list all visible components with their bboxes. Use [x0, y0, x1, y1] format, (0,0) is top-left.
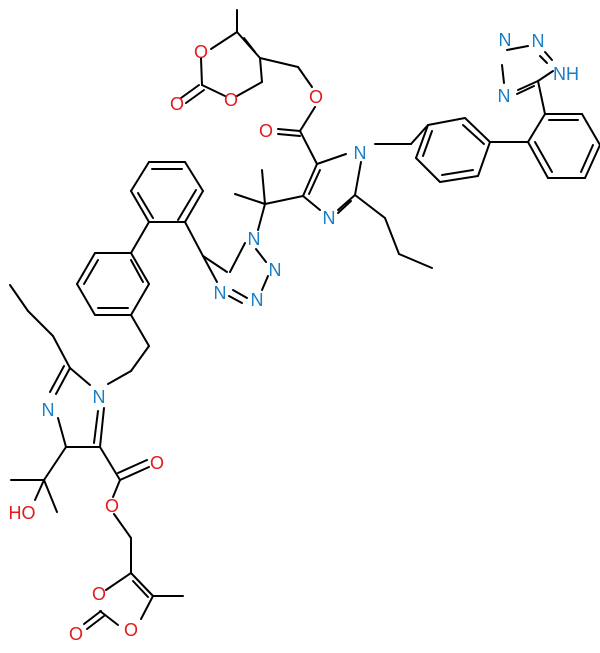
atom-n-tetrazole-center-3: N [251, 290, 264, 310]
atom-o-dioxolone-bottom-ring-b: O [124, 620, 138, 640]
atom-o-dioxolone-top-ring-b: O [224, 90, 238, 110]
atom-n-imidazole-bottom-1: N [93, 387, 106, 407]
atom-n-tetrazole-right-2: N [532, 31, 545, 51]
atom-n-tetrazole-center-1: N [248, 229, 261, 249]
atom-ho-hydroxyl: HO [9, 503, 36, 523]
atom-labels: O O O O O N N N N N NH N N N N N N HO O … [9, 30, 580, 644]
atom-n-imidazole-top-1: N [354, 143, 367, 163]
atom-n-imidazole-top-3: N [323, 208, 336, 228]
atom-o-ester-top-carbonyl: O [259, 121, 273, 141]
atom-o-dioxolone-bottom-ring-a: O [92, 584, 106, 604]
atom-o-dioxolone-top-carbonyl: O [170, 94, 184, 114]
atom-n-tetrazole-center-2: N [269, 260, 282, 280]
atom-n-tetrazole-right-1: N [499, 30, 512, 50]
atom-o-ester-bottom-link: O [105, 496, 119, 516]
atom-o-dioxolone-bottom-carbonyl: O [69, 624, 83, 644]
atom-n-tetrazole-right-3: N [498, 86, 511, 106]
atom-o-dioxolone-top-ring-a: O [194, 42, 208, 62]
bond-network [9, 9, 600, 630]
atom-nh-tetrazole-right: NH [553, 64, 579, 84]
atom-o-ester-top-link: O [309, 87, 323, 107]
atom-n-tetrazole-center-4: N [214, 283, 227, 303]
atom-o-ester-bottom-carbonyl: O [150, 453, 164, 473]
atom-n-imidazole-bottom-3: N [42, 400, 55, 420]
